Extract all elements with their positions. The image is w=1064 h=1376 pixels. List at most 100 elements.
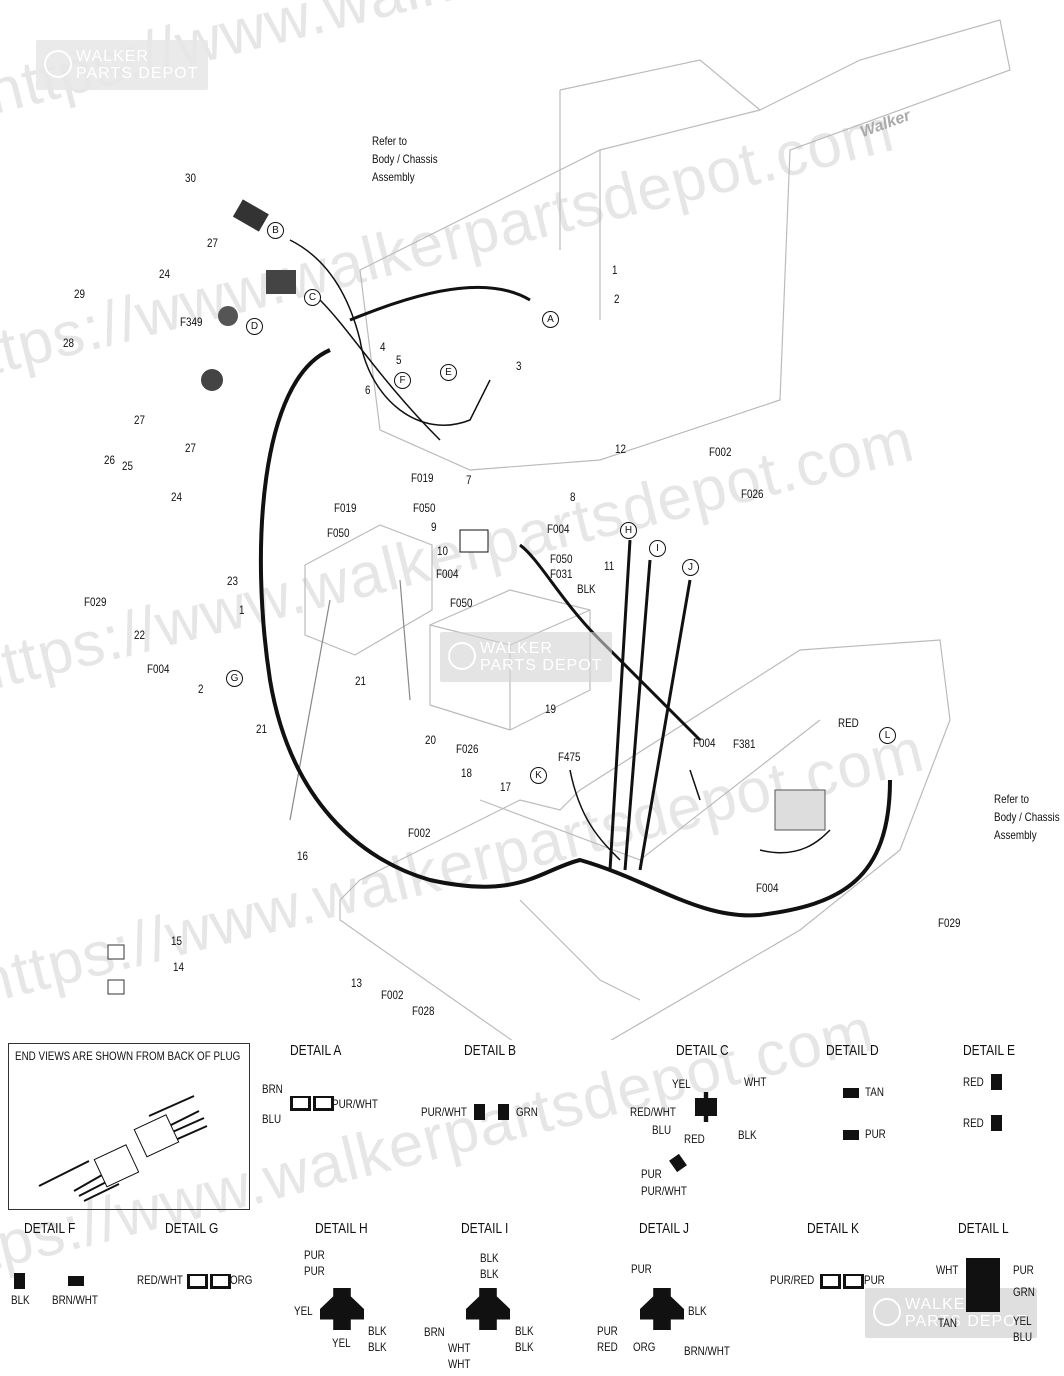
wire-label: TAN: [865, 1085, 884, 1099]
callout: 27: [134, 413, 145, 427]
plug-illustration: [38, 1095, 208, 1202]
detail-marker-a: A: [542, 311, 559, 328]
detail-j-title: DETAIL J: [639, 1220, 690, 1237]
callout: 23: [227, 574, 238, 588]
detail-marker-k: K: [530, 767, 547, 784]
callout: 12: [615, 442, 626, 456]
callout: F050: [413, 501, 436, 515]
detail-marker-d: D: [246, 318, 263, 335]
callout: 9: [431, 520, 437, 534]
wire-label: YEL: [294, 1304, 313, 1318]
connector-icon: [290, 1096, 334, 1111]
connector-icon: [498, 1104, 509, 1120]
callout: F019: [334, 501, 357, 515]
callout: F004: [436, 567, 459, 581]
callout: 17: [500, 780, 511, 794]
wire-label: GRN: [516, 1105, 538, 1119]
connector-h-icon: [320, 1288, 364, 1330]
wire-label: PUR: [641, 1167, 662, 1181]
wire-label: BLK: [515, 1340, 534, 1354]
callout: F349: [180, 315, 203, 329]
callout: 22: [134, 628, 145, 642]
detail-a-title: DETAIL A: [290, 1042, 342, 1059]
logo-line1: WALKER: [905, 1296, 978, 1313]
callout: F002: [381, 988, 404, 1002]
wire-label: GRN: [1013, 1285, 1035, 1299]
wire-label: WHT: [448, 1341, 471, 1355]
callout: F029: [938, 916, 961, 930]
callout: 1: [239, 603, 245, 617]
callout: F002: [709, 445, 732, 459]
callout: 1: [612, 263, 618, 277]
detail-f-title: DETAIL F: [24, 1220, 76, 1237]
wire-label: BRN/WHT: [684, 1344, 730, 1358]
logo-icon: [44, 50, 72, 78]
callout: 4: [380, 340, 386, 354]
callout: 18: [461, 766, 472, 780]
callout: F026: [741, 487, 764, 501]
callout: 2: [198, 682, 204, 696]
wire-label: YEL: [1013, 1314, 1032, 1328]
harness-drawing: [107, 19, 1011, 1040]
wire-label: BRN: [262, 1082, 283, 1096]
callout: F031: [550, 567, 573, 581]
end-view-note: END VIEWS ARE SHOWN FROM BACK OF PLUG: [15, 1049, 241, 1063]
callout: BLK: [577, 582, 596, 596]
detail-marker-j: J: [682, 559, 699, 576]
connector-icon: [187, 1274, 231, 1289]
connector-icon: [820, 1274, 864, 1289]
wire-label: BLU: [1013, 1330, 1033, 1344]
wire-label: BLK: [480, 1267, 499, 1281]
wire-label: BLU: [652, 1123, 672, 1137]
connector-icon: [474, 1104, 485, 1120]
callout: 27: [185, 441, 196, 455]
callout: F381: [733, 737, 756, 751]
callout: 20: [425, 733, 436, 747]
wire-label: RED: [684, 1132, 705, 1146]
wire-label: YEL: [332, 1336, 351, 1350]
callout: 30: [185, 171, 196, 185]
callout: 25: [122, 459, 133, 473]
wire-label: PUR: [631, 1262, 652, 1276]
callout: F019: [411, 471, 434, 485]
wire-label: PUR/WHT: [421, 1105, 467, 1119]
logo-icon: [873, 1298, 901, 1326]
callout: F475: [558, 750, 581, 764]
detail-marker-l: L: [879, 727, 896, 744]
detail-marker-e: E: [440, 364, 457, 381]
callout: 13: [351, 976, 362, 990]
wire-label: PUR: [1013, 1263, 1034, 1277]
wire-label: PUR/WHT: [332, 1097, 378, 1111]
detail-marker-i: I: [649, 540, 666, 557]
detail-marker-h: H: [620, 522, 637, 539]
callout: 10: [437, 544, 448, 558]
callout: F026: [456, 742, 479, 756]
callout: 28: [63, 336, 74, 350]
wire-label: RED/WHT: [630, 1105, 676, 1119]
refer-line: Assembly: [994, 828, 1037, 842]
wire-label: BRN: [424, 1325, 445, 1339]
callout: F050: [327, 526, 350, 540]
callout: 24: [159, 267, 170, 281]
logo-line2: PARTS DEPOT: [76, 65, 199, 82]
detail-l-title: DETAIL L: [958, 1220, 1009, 1237]
end-view-note-box: END VIEWS ARE SHOWN FROM BACK OF PLUG: [8, 1043, 250, 1210]
callout: 5: [396, 353, 402, 367]
refer-line: Refer to: [994, 792, 1030, 806]
refer-line: Refer to: [372, 134, 408, 148]
callout: F004: [547, 522, 570, 536]
refer-line: Body / Chassis: [372, 152, 438, 166]
detail-marker-f: F: [394, 372, 411, 389]
detail-marker-g: G: [226, 670, 243, 687]
logo-line2: PARTS DEPOT: [480, 657, 603, 674]
wire-label: RED: [597, 1340, 618, 1354]
callout: F004: [147, 662, 170, 676]
connector-icon: [14, 1273, 25, 1289]
refer-line: Assembly: [372, 170, 415, 184]
detail-e-title: DETAIL E: [963, 1042, 1016, 1059]
refer-line: Body / Chassis: [994, 810, 1060, 824]
wire-label: WHT: [936, 1263, 959, 1277]
